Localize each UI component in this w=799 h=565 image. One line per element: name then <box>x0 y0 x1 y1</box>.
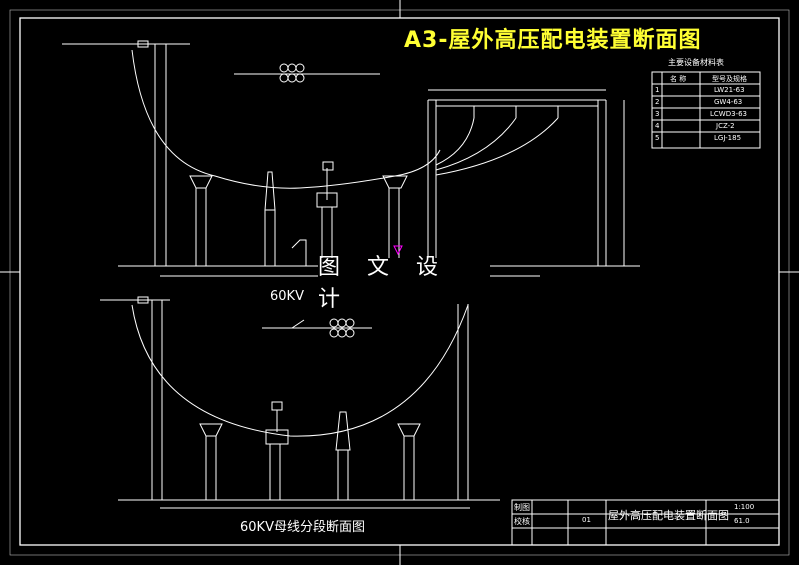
ct-ring-3 <box>295 63 305 73</box>
breaker-lower-box <box>265 429 289 445</box>
tb-row2-label: 校核 <box>514 517 530 526</box>
ct-ring-l5 <box>337 328 347 338</box>
schematic-lower-switch <box>291 319 305 329</box>
eq-name-0: 名 称 <box>670 75 687 83</box>
ct-ring-l2 <box>337 318 347 328</box>
catenary-upper-left <box>131 49 301 189</box>
support-insulator-3 <box>199 423 223 437</box>
breaker-head <box>322 161 334 171</box>
eq-no-2: 2 <box>655 98 660 106</box>
eq-no-1: 1 <box>655 86 660 94</box>
eq-model-4: JCZ-2 <box>716 122 735 130</box>
tb-sheet: 61.0 <box>734 517 750 525</box>
breaker-box <box>316 192 338 208</box>
insulator-top <box>137 40 149 48</box>
drop-2 <box>435 117 517 171</box>
ct-ring-5 <box>287 73 297 83</box>
drawing-title: A3-屋外高压配电装置断面图 <box>404 28 702 53</box>
support-insulator-2 <box>382 175 408 189</box>
eq-model-2: GW4-63 <box>714 98 743 106</box>
accent-marker <box>393 245 403 256</box>
watermark-label: 图 文 设 计 <box>318 255 490 312</box>
lower-section-caption: 60KV母线分段断面图 <box>240 520 365 535</box>
breaker-lower-head <box>271 401 283 411</box>
eq-no-5: 5 <box>655 134 660 142</box>
tb-row1-label: 制图 <box>514 503 530 512</box>
ct-ring-l3 <box>345 318 355 328</box>
catenary-lower <box>131 304 469 437</box>
ct-ring-l1 <box>329 318 339 328</box>
ct-ring-4 <box>279 73 289 83</box>
ct-ring-6 <box>295 73 305 83</box>
arrester <box>264 171 276 211</box>
support-insulator-4 <box>397 423 421 437</box>
breaker-base <box>291 239 307 266</box>
title-block-frame <box>511 499 780 546</box>
eq-no-4: 4 <box>655 122 660 130</box>
eq-model-5: LGJ-185 <box>714 134 742 142</box>
ct-ring-1 <box>279 63 289 73</box>
ct-ring-2 <box>287 63 297 73</box>
eq-no-3: 3 <box>655 110 660 118</box>
support-insulator-1 <box>189 175 213 189</box>
tb-scale: 1:100 <box>734 503 755 511</box>
drop-1 <box>435 117 475 166</box>
eq-model-1: LW21-63 <box>714 86 745 94</box>
equipment-table-frame <box>651 71 761 149</box>
eq-model-3: LCWD3-63 <box>710 110 747 118</box>
tb-drawing-name: 屋外高压配电装置断面图 <box>608 509 729 522</box>
eq-model-0: 型号及规格 <box>712 75 747 83</box>
ct-ring-l6 <box>345 328 355 338</box>
equipment-table-heading: 主要设备材料表 <box>668 58 724 67</box>
tb-row2-mid: 01 <box>582 516 591 524</box>
ct-ring-l4 <box>329 328 339 338</box>
upper-section-caption: 60KV <box>270 289 304 304</box>
insulator-lower <box>137 296 149 304</box>
catenary-upper-mid <box>299 149 441 189</box>
arrester-lower <box>335 411 351 451</box>
drop-3 <box>435 117 559 176</box>
